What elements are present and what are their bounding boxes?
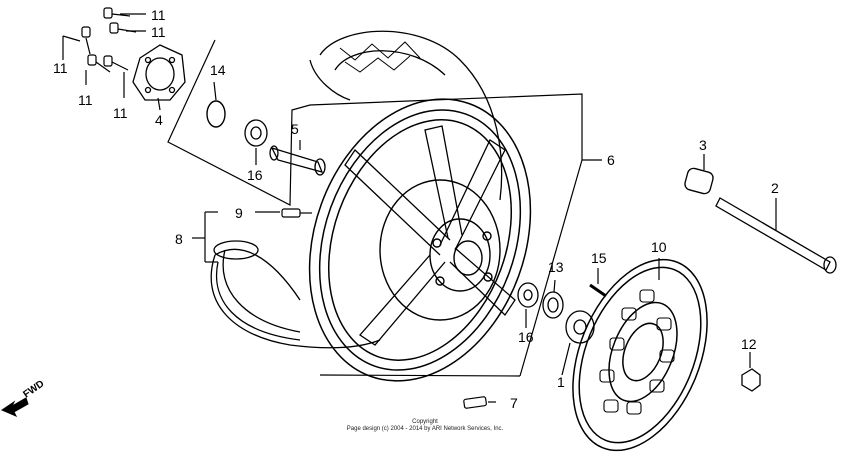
valve-stem <box>281 208 312 218</box>
axle <box>715 197 837 274</box>
leader-lines <box>62 13 777 403</box>
callout-13: 13 <box>548 259 564 275</box>
wheel-rim <box>308 98 532 382</box>
dust-seal <box>542 291 564 319</box>
copyright-line-2: Page design (c) 2004 - 2014 by ARI Netwo… <box>346 426 504 432</box>
callout-3: 3 <box>699 137 707 153</box>
callout-15: 15 <box>591 250 607 266</box>
brake-disc <box>572 258 708 452</box>
callout-6: 6 <box>607 152 615 168</box>
callout-11c: 11 <box>53 60 68 76</box>
pin <box>589 283 607 298</box>
bearing-right <box>517 282 539 308</box>
callout-9: 9 <box>235 205 243 221</box>
callout-11a: 11 <box>151 7 166 23</box>
bearing-left <box>244 119 268 147</box>
brake-disc-cutouts <box>599 289 675 415</box>
tire <box>210 30 503 349</box>
callout-16b: 16 <box>518 329 534 345</box>
tire-tread <box>339 41 421 73</box>
callout-11d: 11 <box>78 92 93 108</box>
callout-2: 2 <box>771 180 779 196</box>
callout-12: 12 <box>741 336 757 352</box>
callout-8: 8 <box>175 231 183 247</box>
callout-10: 10 <box>651 239 667 255</box>
copyright-line-1: Copyright <box>412 419 438 425</box>
callout-1: 1 <box>557 374 565 390</box>
inner-tube <box>213 240 301 341</box>
o-ring <box>206 100 226 128</box>
callout-5: 5 <box>291 121 299 137</box>
axle-nut <box>741 368 761 392</box>
final-driven-flange <box>132 44 186 101</box>
callout-labels: 1 2 3 4 5 6 7 8 9 10 11 11 11 11 11 12 1… <box>53 7 779 411</box>
callout-11b: 11 <box>151 24 166 40</box>
callout-7: 7 <box>510 395 518 411</box>
callout-16a: 16 <box>247 167 263 183</box>
copyright-notice: Copyright Page design (c) 2004 - 2014 by… <box>0 419 850 433</box>
clip <box>463 396 487 409</box>
fwd-label: FWD <box>21 378 46 400</box>
speedometer-gearbox <box>565 310 595 344</box>
callout-11e: 11 <box>113 105 128 121</box>
axle-spacer <box>684 167 714 195</box>
callout-14: 14 <box>210 62 226 78</box>
collar <box>269 145 326 176</box>
wheel-hub <box>379 179 501 321</box>
forward-arrow: FWD <box>0 378 46 417</box>
flange-bolts <box>81 7 137 73</box>
callout-4: 4 <box>155 112 163 128</box>
